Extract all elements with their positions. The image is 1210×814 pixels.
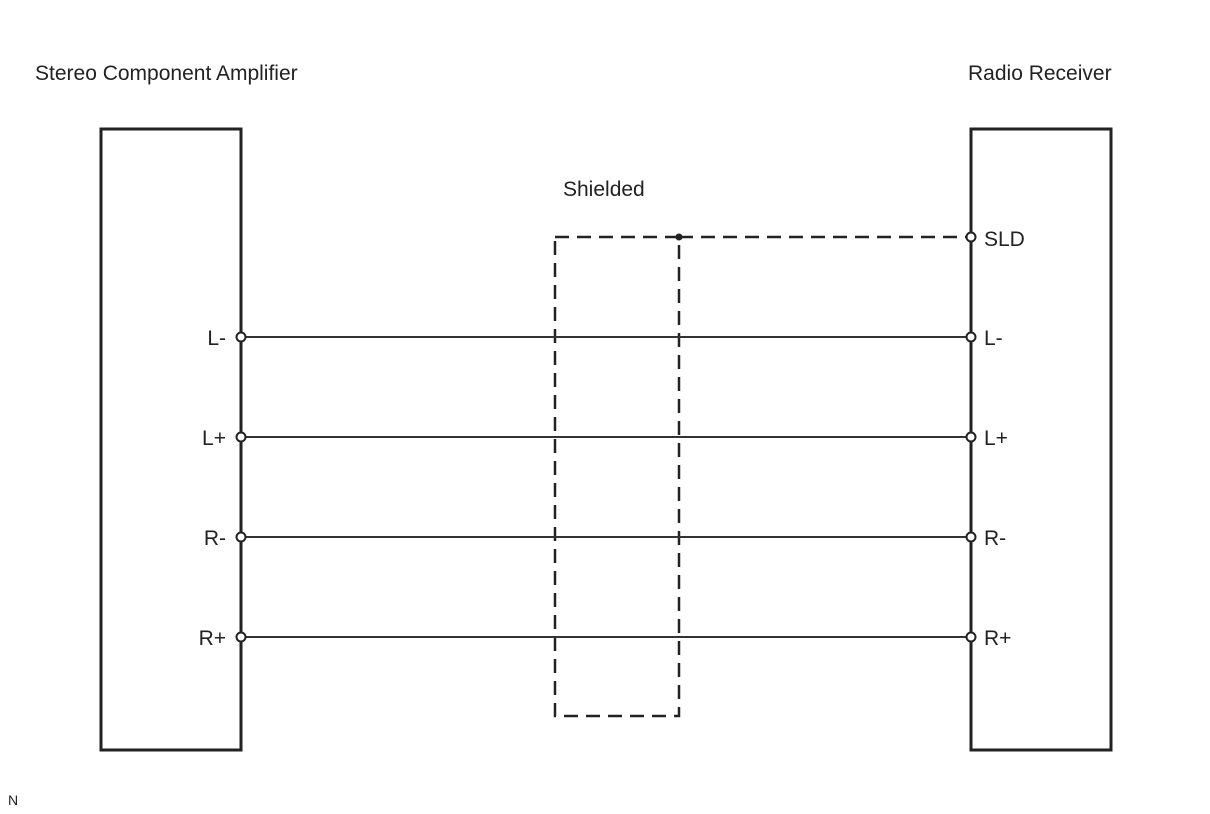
left-pin-label-l-plus: L+ [202,427,226,450]
corner-mark: N [8,792,18,808]
right-terminal-l-minus [965,331,977,343]
right-pin-label-r-plus: R+ [984,627,1011,650]
shield-junction-dot [675,233,683,241]
right-component-title: Radio Receiver [968,62,1112,85]
right-terminal-r-minus [965,531,977,543]
shield-label: Shielded [563,178,645,201]
right-pin-label-l-plus: L+ [984,427,1008,450]
left-terminal-l-plus [235,431,247,443]
right-terminal-r-plus [965,631,977,643]
left-terminal-r-minus [235,531,247,543]
right-pin-label-l-minus: L- [984,327,1003,350]
sld-pin-label: SLD [984,228,1025,251]
left-pin-label-r-minus: R- [204,527,226,550]
left-terminal-l-minus [235,331,247,343]
shield-outline [553,235,681,718]
left-terminal-r-plus [235,631,247,643]
sld-terminal [965,231,977,243]
left-component-title: Stereo Component Amplifier [35,62,298,85]
right-terminal-l-plus [965,431,977,443]
left-pin-label-l-minus: L- [207,327,226,350]
right-pin-label-r-minus: R- [984,527,1006,550]
left-pin-label-r-plus: R+ [199,627,226,650]
